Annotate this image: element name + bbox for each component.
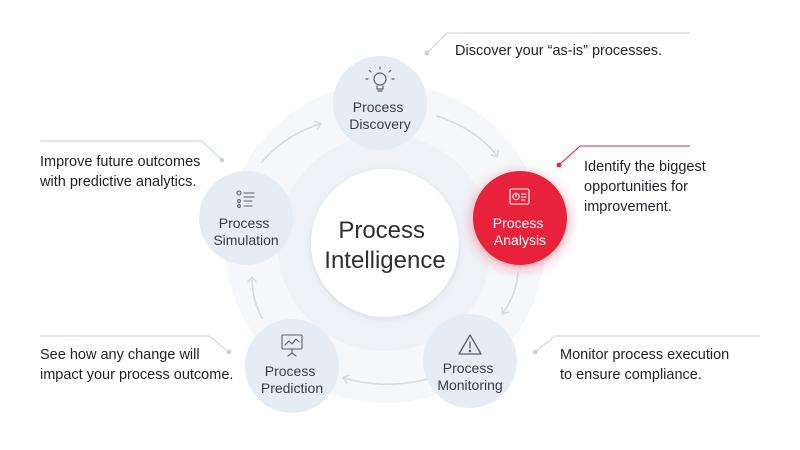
node-process-discovery[interactable]: Process Discovery <box>333 56 427 150</box>
callout-simulation-line1: Improve future outcomes <box>40 154 200 170</box>
connector-discovery <box>426 32 690 54</box>
callout-monitoring: Monitor process execution to ensure comp… <box>560 347 733 383</box>
node-process-simulation[interactable]: Process Simulation <box>199 171 293 265</box>
cycle-arrows <box>247 115 519 386</box>
arrow-discovery-to-analysis <box>436 115 499 158</box>
callout-connectors <box>40 32 760 355</box>
node-process-analysis[interactable]: Process Analysis <box>473 171 567 265</box>
node-simulation-label: Process Simulation <box>213 215 278 248</box>
arrow-simulation-to-discovery <box>261 120 322 163</box>
node-discovery-line1: Process <box>353 99 404 115</box>
callout-monitoring-line1: Monitor process execution <box>560 347 729 363</box>
node-process-prediction[interactable]: Process Prediction <box>245 319 339 413</box>
callout-analysis-line2: opportunities for <box>584 179 688 195</box>
node-discovery-line2: Discovery <box>349 116 410 132</box>
node-analysis-label: Process Analysis <box>493 215 547 248</box>
node-monitoring-circle <box>423 314 517 408</box>
node-monitoring-label: Process Monitoring <box>437 360 502 393</box>
callout-analysis: Identify the biggest opportunities for i… <box>584 159 710 215</box>
node-analysis-line2: Analysis <box>494 232 546 248</box>
connector-dot-analysis <box>556 162 562 168</box>
connector-dot-monitoring <box>532 349 538 355</box>
arrow-monitoring-to-prediction <box>342 374 429 386</box>
callout-analysis-line3: improvement. <box>584 199 672 215</box>
dashboard-icon <box>509 188 530 205</box>
callout-prediction: See how any change will impact your proc… <box>40 347 233 383</box>
node-simulation-line2: Simulation <box>213 232 278 248</box>
presentation-chart-icon <box>281 334 303 357</box>
node-discovery-label: Process Discovery <box>349 99 410 132</box>
node-prediction-circle <box>245 319 339 413</box>
callout-prediction-line1: See how any change will <box>40 347 200 363</box>
callout-monitoring-line2: to ensure compliance. <box>560 367 702 383</box>
node-prediction-label: Process Prediction <box>261 363 323 396</box>
node-monitoring-line2: Monitoring <box>437 377 502 393</box>
warning-icon <box>458 334 482 355</box>
list-settings-icon <box>236 190 255 208</box>
node-analysis-circle <box>473 171 567 265</box>
callout-analysis-line1: Identify the biggest <box>584 159 706 175</box>
node-process-monitoring[interactable]: Process Monitoring <box>423 314 517 408</box>
center-circle <box>311 169 459 317</box>
center-title: Process Intelligence <box>324 217 445 274</box>
connector-analysis <box>558 145 690 166</box>
connector-prediction <box>40 335 230 353</box>
lightbulb-icon <box>365 66 395 92</box>
arrow-prediction-to-simulation <box>247 276 263 319</box>
center-title-line2: Intelligence <box>324 247 445 274</box>
arrow-analysis-to-monitoring <box>501 272 519 315</box>
callout-prediction-line2: impact your process outcome. <box>40 367 233 383</box>
connector-dot-discovery <box>424 50 430 56</box>
node-monitoring-line1: Process <box>443 360 494 376</box>
callout-discovery: Discover your “as-is” processes. <box>455 43 662 59</box>
callout-simulation: Improve future outcomes with predictive … <box>39 154 204 190</box>
connector-monitoring <box>534 335 760 353</box>
connector-dot-simulation <box>219 157 225 163</box>
connector-simulation <box>40 140 223 161</box>
node-simulation-circle <box>199 171 293 265</box>
connector-dot-prediction <box>226 349 232 355</box>
node-prediction-line2: Prediction <box>261 380 323 396</box>
callout-discovery-line1: Discover your “as-is” processes. <box>455 43 662 59</box>
node-simulation-line1: Process <box>219 215 270 231</box>
node-discovery-circle <box>333 56 427 150</box>
node-prediction-line1: Process <box>265 363 316 379</box>
callout-simulation-line2: with predictive analytics. <box>39 174 196 190</box>
node-analysis-line1: Process <box>493 215 544 231</box>
center-title-line1: Process <box>338 217 425 244</box>
